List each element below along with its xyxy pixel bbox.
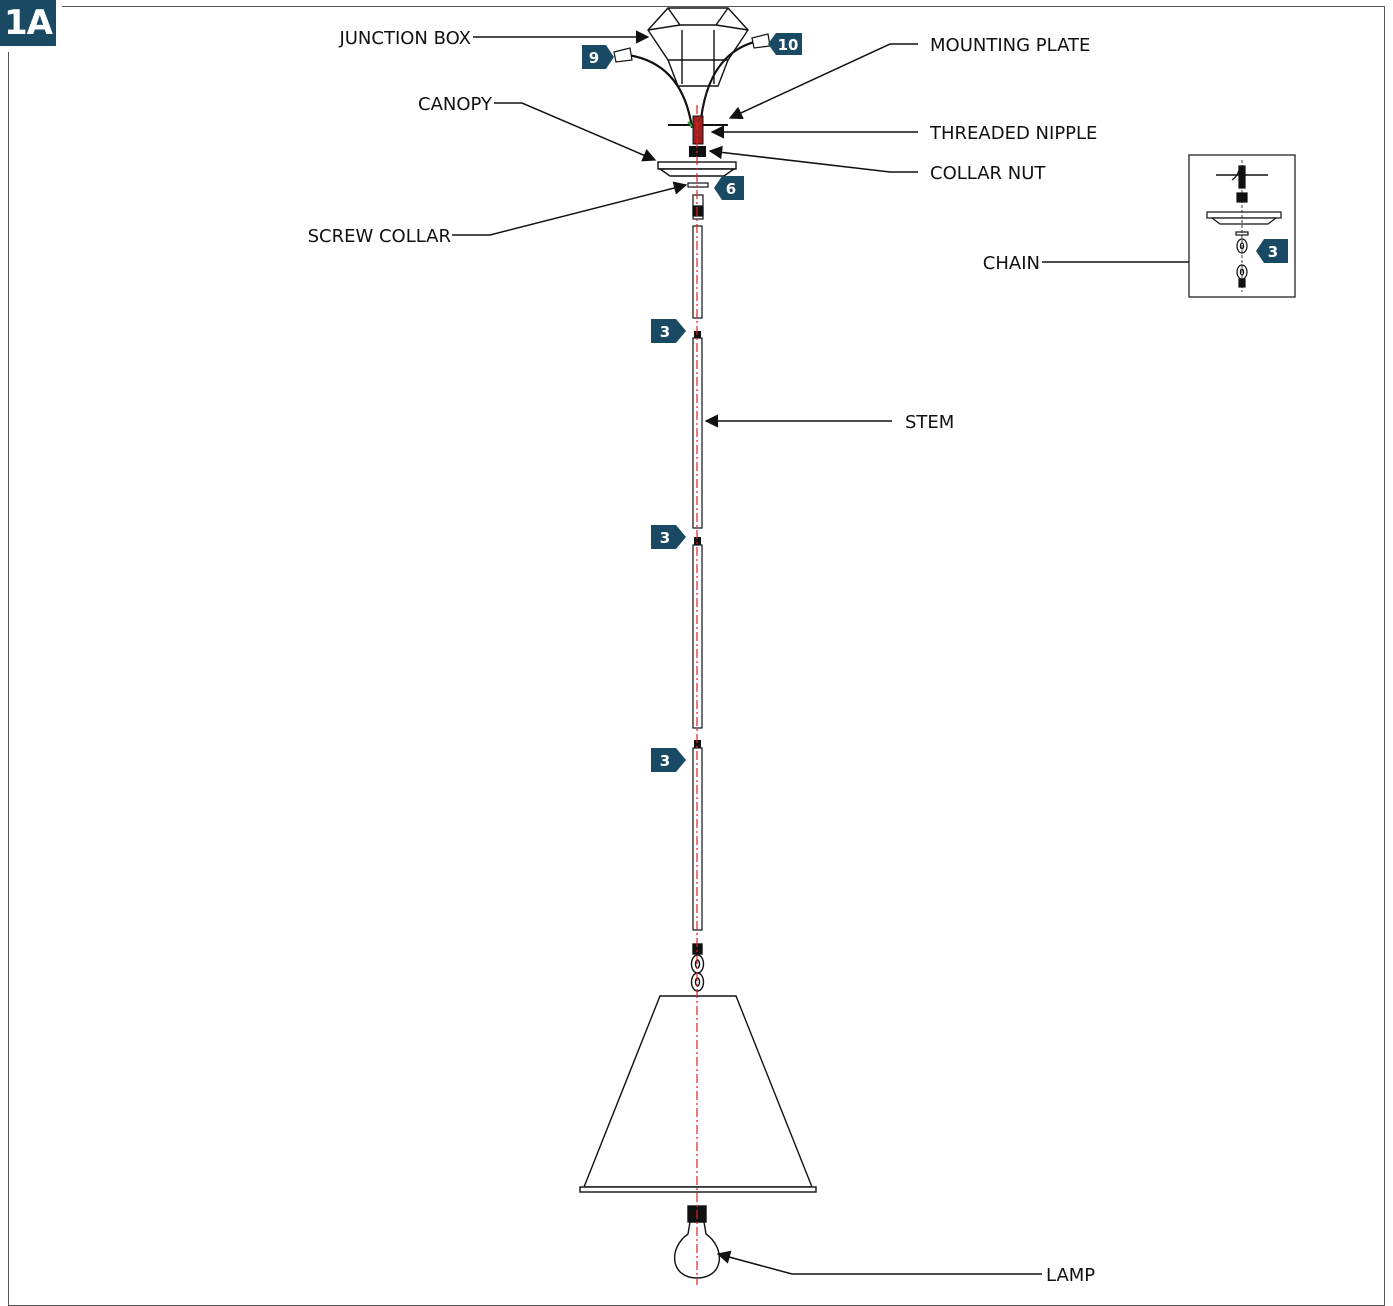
badge-6: 6: [714, 176, 744, 200]
svg-text:3: 3: [660, 323, 670, 341]
wires: [627, 38, 765, 129]
svg-text:10: 10: [778, 36, 799, 54]
badge-3-stem-1: 3: [651, 319, 686, 343]
badge-10: 10: [768, 33, 802, 55]
threaded-nipple-drawing: [692, 115, 704, 145]
figure-tab-border: [0, 0, 62, 52]
shade-drawing: [579, 995, 817, 1193]
screw-collar-drawing: [687, 182, 709, 220]
collar-nut-leader: [708, 145, 918, 173]
wire-nuts: [613, 33, 771, 63]
label-threaded-nipple: THREADED NIPPLE: [929, 123, 1097, 144]
label-chain: CHAIN: [983, 253, 1040, 274]
label-collar-nut: COLLAR NUT: [930, 163, 1046, 184]
badge-9: 9: [582, 45, 614, 69]
canopy-leader: [494, 102, 657, 162]
lamp-leader: [716, 1250, 1042, 1275]
label-lamp: LAMP: [1046, 1265, 1095, 1286]
label-stem: STEM: [905, 412, 954, 433]
svg-text:3: 3: [660, 752, 670, 770]
svg-text:3: 3: [660, 529, 670, 547]
svg-text:3: 3: [1268, 243, 1278, 261]
label-canopy: CANOPY: [418, 94, 493, 115]
label-mounting-plate: MOUNTING PLATE: [930, 35, 1090, 56]
junction-box-drawing: [647, 7, 749, 87]
screw-collar-leader: [452, 181, 688, 236]
badge-3-chain: 3: [1256, 239, 1288, 263]
svg-text:6: 6: [726, 180, 736, 198]
badge-3-stem-2: 3: [651, 525, 686, 549]
leader-lines: [452, 30, 1234, 1275]
svg-text:9: 9: [589, 49, 599, 67]
badge-3-stem-3: 3: [651, 748, 686, 772]
figure-id-tab: 1A: [0, 0, 56, 46]
label-screw-collar: SCREW COLLAR: [308, 226, 451, 247]
label-junction-box: JUNCTION BOX: [338, 28, 471, 49]
chain-inset: 3: [1188, 154, 1296, 298]
mounting-plate-leader: [728, 43, 918, 120]
